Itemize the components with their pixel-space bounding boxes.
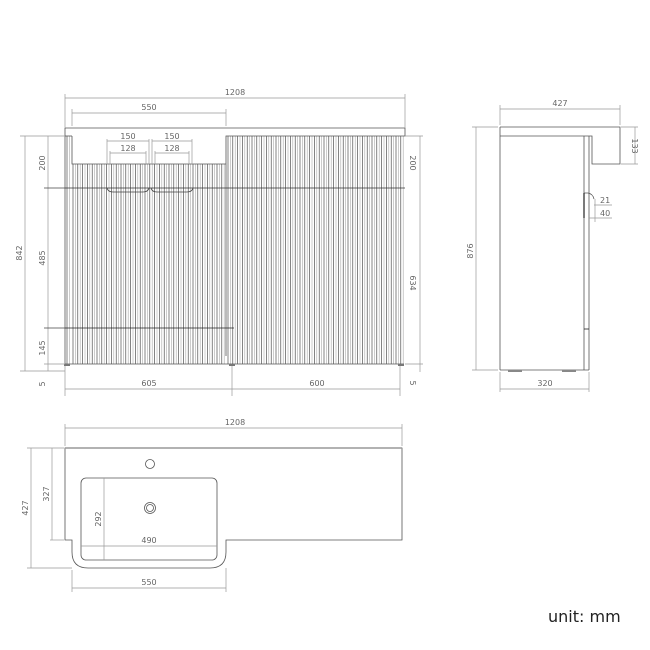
foot <box>508 370 522 372</box>
dim-handle-recess: 21 <box>600 196 610 205</box>
foot <box>398 364 404 366</box>
plan-view <box>64 447 403 569</box>
dim-door-height: 485 <box>38 250 47 265</box>
handle-right <box>150 187 194 193</box>
drain-inner <box>146 504 154 512</box>
foot <box>64 364 70 366</box>
dim-worktop-thickness: 133 <box>630 138 639 153</box>
tap-hole <box>145 459 155 469</box>
dim-bowl-depth: 292 <box>94 511 103 526</box>
dim-bowl-width: 490 <box>141 536 156 545</box>
dim-plinth-right: 5 <box>408 380 417 385</box>
dim-left-cabinet-width: 605 <box>141 379 156 388</box>
fluted-door-left <box>66 136 225 364</box>
unit-label: unit: mm <box>548 607 621 626</box>
dim-worktop-depth: 327 <box>42 486 51 501</box>
handle-left <box>106 187 150 193</box>
foot <box>562 370 576 372</box>
dim-right-door-height: 634 <box>408 275 417 290</box>
foot <box>229 364 235 366</box>
side-dimension-labels: 427 133 21 40 876 320 <box>466 99 639 388</box>
front-dimensions <box>20 94 423 396</box>
dim-handle-height: 40 <box>600 209 610 218</box>
dim-plinth-left: 5 <box>38 381 47 386</box>
dim-cabinet-depth: 320 <box>537 379 552 388</box>
dim-plan-depth: 427 <box>21 500 30 515</box>
front-view <box>64 127 406 366</box>
dim-handle-pitch-right: 150 <box>164 132 179 141</box>
dim-drawer-height: 145 <box>38 340 47 355</box>
dim-overall-depth: 427 <box>552 99 567 108</box>
dim-handle-hole-left: 128 <box>120 144 135 153</box>
plan-dimensions <box>27 424 403 592</box>
dim-overall-height: 842 <box>15 245 24 260</box>
dim-top-height-left: 200 <box>38 155 47 170</box>
dim-handle-hole-right: 128 <box>164 144 179 153</box>
basin-recess <box>71 136 226 165</box>
dim-basin-width: 550 <box>141 103 156 112</box>
countertop-outline <box>64 447 403 569</box>
plan-dimension-labels: 1208 427 327 292 490 550 <box>21 418 245 587</box>
dim-overall-width: 1208 <box>225 88 245 97</box>
side-view <box>499 126 621 372</box>
basin-bowl <box>80 477 218 561</box>
dim-plan-width: 1208 <box>225 418 245 427</box>
drain-outer <box>144 502 156 514</box>
dim-top-height-right: 200 <box>408 155 417 170</box>
front-dimension-labels: 1208 550 150 128 150 128 200 842 485 145… <box>15 88 417 388</box>
dim-side-height: 876 <box>466 243 475 258</box>
side-dimensions <box>472 105 638 392</box>
dim-plan-basin-width: 550 <box>141 578 156 587</box>
worktop-profile <box>500 126 621 165</box>
handle-profile <box>584 192 595 200</box>
dim-handle-pitch-left: 150 <box>120 132 135 141</box>
dim-right-cabinet-width: 600 <box>309 379 324 388</box>
fluted-door-right <box>227 136 404 364</box>
